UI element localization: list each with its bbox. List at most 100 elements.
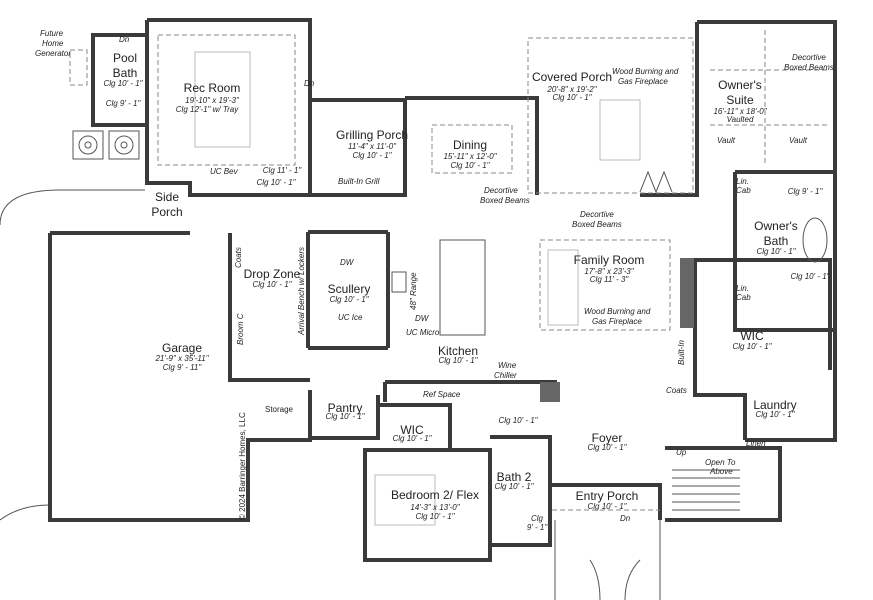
- svg-text:Lin.: Lin.: [736, 177, 749, 186]
- svg-text:Foyer: Foyer: [592, 431, 623, 445]
- svg-text:Grilling Porch: Grilling Porch: [336, 128, 408, 142]
- svg-text:UC Bev: UC Bev: [210, 167, 239, 176]
- svg-text:Clg 10' - 1": Clg 10' - 1": [587, 502, 627, 511]
- svg-text:19'-10" x 19'-3": 19'-10" x 19'-3": [185, 96, 240, 105]
- svg-text:Entry Porch: Entry Porch: [576, 489, 639, 503]
- dashed-outlines: [157, 30, 830, 511]
- svg-text:Decortive: Decortive: [484, 186, 518, 195]
- svg-text:Clg 10' - 1": Clg 10' - 1": [329, 295, 369, 304]
- room-laundry: Laundry Clg 10' - 1": [753, 398, 796, 419]
- svg-text:Bath: Bath: [113, 66, 138, 80]
- svg-text:Boxed Beams: Boxed Beams: [572, 220, 622, 229]
- svg-text:Clg 10' - 1": Clg 10' - 1": [252, 280, 292, 289]
- svg-text:DW: DW: [340, 258, 355, 267]
- svg-text:Family Room: Family Room: [574, 253, 645, 267]
- driveway: [0, 189, 661, 600]
- svg-text:WIC: WIC: [400, 423, 424, 437]
- svg-text:Vault: Vault: [717, 136, 736, 145]
- svg-text:Scullery: Scullery: [328, 282, 371, 296]
- svg-text:Generator: Generator: [35, 49, 71, 58]
- svg-text:9' - 1": 9' - 1": [527, 523, 549, 532]
- svg-text:Clg 10' - 1": Clg 10' - 1": [438, 356, 478, 365]
- svg-text:Future: Future: [40, 29, 64, 38]
- copyright: © 2024 Barringer Homes, LLC: [238, 412, 247, 520]
- room-bath-2: Bath 2 Clg 10' - 1" Clg 9' - 1": [494, 470, 548, 532]
- walls: [48, 18, 837, 562]
- svg-text:Built-In Grill: Built-In Grill: [338, 177, 380, 186]
- svg-text:Clg 10' - 1": Clg 10' - 1": [325, 412, 365, 421]
- svg-text:Clg 10' - 1": Clg 10' - 1": [552, 93, 592, 102]
- svg-text:Clg 10' - 1": Clg 10' - 1": [732, 342, 772, 351]
- svg-text:Drop Zone: Drop Zone: [244, 267, 301, 281]
- room-entry-porch: Entry Porch Clg 10' - 1": [576, 489, 639, 511]
- svg-text:Clg 10' - 1": Clg 10' - 1": [256, 178, 296, 187]
- svg-text:Clg 10' - 1": Clg 10' - 1": [450, 161, 490, 170]
- svg-text:WIC: WIC: [740, 329, 764, 343]
- svg-text:Clg 10' - 1": Clg 10' - 1": [756, 247, 796, 256]
- svg-text:Boxed Beams: Boxed Beams: [784, 63, 834, 72]
- room-foyer: Foyer Clg 10' - 1": [587, 431, 627, 452]
- room-scullery: Scullery Clg 10' - 1": [328, 282, 371, 304]
- svg-text:Dining: Dining: [453, 138, 487, 152]
- svg-text:Bedroom 2/ Flex: Bedroom 2/ Flex: [391, 488, 479, 502]
- svg-text:Bath: Bath: [764, 234, 789, 248]
- svg-text:Up: Up: [676, 448, 687, 457]
- svg-text:16'-11" x 18'-0": 16'-11" x 18'-0": [713, 107, 767, 116]
- room-garage: Garage 21'-9" x 35'-11" Clg 9' - 11": [154, 341, 209, 372]
- svg-text:Vault: Vault: [789, 136, 808, 145]
- svg-text:Vaulted: Vaulted: [727, 115, 754, 124]
- annotations: Future Home Generator UC Bev Built-In Gr…: [35, 29, 834, 523]
- room-covered-porch: Covered Porch 20'-8" x 19'-2" Clg 10' - …: [532, 70, 612, 102]
- room-family-room: Family Room 17'-8" x 23'-3" Clg 11' - 3": [574, 253, 645, 284]
- room-dining: Dining 15'-11" x 12'-0" Clg 10' - 1": [443, 138, 497, 170]
- room-grilling-porch: Grilling Porch 11'-4" x 11'-0" Clg 10' -…: [336, 128, 408, 160]
- svg-text:Clg 10' - 1": Clg 10' - 1": [494, 482, 534, 491]
- svg-text:Clg 9' - 11": Clg 9' - 11": [163, 363, 203, 372]
- furniture: [194, 51, 828, 526]
- svg-text:Home: Home: [42, 39, 64, 48]
- room-side-porch: Side Porch: [151, 190, 182, 219]
- svg-text:Wood Burning and: Wood Burning and: [612, 67, 679, 76]
- svg-text:Pool: Pool: [113, 51, 137, 65]
- room-rec-room: Rec Room 19'-10" x 19'-3" Clg 12'-1" w/ …: [176, 81, 241, 114]
- svg-text:UC Ice: UC Ice: [338, 313, 363, 322]
- svg-text:Clg 9' - 1": Clg 9' - 1": [788, 187, 824, 196]
- svg-text:Decortive: Decortive: [792, 53, 826, 62]
- svg-text:Rec Room: Rec Room: [184, 81, 241, 95]
- svg-text:Clg 10' - 1": Clg 10' - 1": [415, 512, 455, 521]
- svg-text:UC Micro: UC Micro: [406, 328, 440, 337]
- svg-text:DW: DW: [415, 314, 430, 323]
- svg-text:Lin.: Lin.: [736, 284, 749, 293]
- svg-text:Gas Fireplace: Gas Fireplace: [618, 77, 668, 86]
- svg-text:Coats: Coats: [666, 386, 687, 395]
- svg-text:11'-4" x 11'-0": 11'-4" x 11'-0": [348, 142, 397, 151]
- svg-text:Arrival Bench w/ Lockers: Arrival Bench w/ Lockers: [297, 247, 306, 336]
- svg-text:Dn: Dn: [304, 79, 315, 88]
- svg-text:Clg 10' - 1": Clg 10' - 1": [352, 151, 392, 160]
- generator-pad: [69, 49, 88, 86]
- svg-text:20'-8" x 19'-2": 20'-8" x 19'-2": [546, 85, 597, 94]
- svg-text:Kitchen: Kitchen: [438, 344, 478, 358]
- svg-text:Cab: Cab: [736, 293, 751, 302]
- svg-text:Open To: Open To: [705, 458, 736, 467]
- svg-text:Built-In: Built-In: [677, 340, 686, 365]
- ac-units: [72, 130, 140, 160]
- room-storage: Storage: [265, 405, 294, 414]
- svg-text:Owner's: Owner's: [754, 219, 798, 233]
- svg-text:Bath 2: Bath 2: [497, 470, 532, 484]
- room-bedroom-2: Bedroom 2/ Flex 14'-3" x 13'-0" Clg 10' …: [391, 488, 479, 521]
- svg-text:Clg 10' - 1": Clg 10' - 1": [103, 79, 143, 88]
- room-kitchen: Kitchen Clg 10' - 1": [438, 344, 479, 365]
- svg-text:Clg 12'-1" w/ Tray: Clg 12'-1" w/ Tray: [176, 105, 239, 114]
- svg-text:Wine: Wine: [498, 361, 517, 370]
- svg-text:Side: Side: [155, 190, 179, 204]
- svg-text:Gas Fireplace: Gas Fireplace: [592, 317, 642, 326]
- svg-text:Boxed Beams: Boxed Beams: [480, 196, 530, 205]
- room-drop-zone: Drop Zone Clg 10' - 1": [244, 267, 301, 289]
- svg-text:Covered Porch: Covered Porch: [532, 70, 612, 84]
- svg-text:Clg 10' - 1": Clg 10' - 1": [587, 443, 627, 452]
- svg-text:Suite: Suite: [726, 93, 754, 107]
- svg-text:Broom C: Broom C: [236, 313, 245, 345]
- svg-text:Clg 10' - 1": Clg 10' - 1": [755, 410, 795, 419]
- svg-text:Garage: Garage: [162, 341, 202, 355]
